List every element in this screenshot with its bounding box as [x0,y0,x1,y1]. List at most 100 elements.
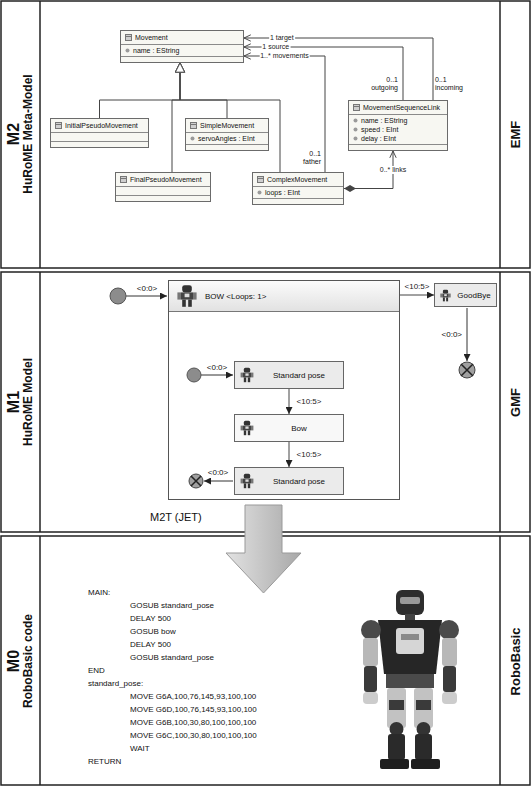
code-line: DELAY 500 [130,614,171,623]
class-icon [258,178,264,179]
robot-illustration [378,620,442,674]
robot-icon [248,377,250,382]
robot-icon [177,292,181,299]
code-line: standard_pose: [88,679,143,688]
robot-icon [245,479,248,481]
final-state [467,308,468,361]
attribute-icon [353,136,358,141]
final-state [191,476,201,486]
connector [180,63,280,172]
rotated-text: M2HuRoME Meta-Model [0,0,40,268]
edge-label: <10:5> [296,450,323,459]
attribute-icon [257,190,262,195]
movement-name: Standard pose [259,477,339,486]
level-title: HuRoME Model [22,358,35,446]
class-icon [126,36,132,37]
robot-illustration [401,634,419,640]
attribute-icon [354,119,358,123]
robot-icon [443,297,445,301]
robot-illustration [415,734,432,760]
robot-icon [241,479,243,484]
level-frame [39,536,41,785]
robot-illustration [361,590,459,769]
robot-icon [245,373,248,375]
class-icon [353,104,360,111]
robot-icon [251,479,253,484]
robot-icon [449,293,451,297]
robot-icon [244,421,250,426]
class-icon [125,34,132,41]
robot-icon [241,426,243,431]
rotated-text: M1HuRoME Model [0,272,40,532]
class-box: InitialPseudoMovement [50,118,149,148]
class-box: Movementname : EString [120,30,244,63]
operation-compartment [51,141,148,147]
class-name: InitialPseudoMovement [65,121,138,130]
attribute-text: loops : EInt [265,188,300,197]
level-frame [39,1,41,268]
robot-icon [444,294,447,296]
class-icon [56,123,62,129]
level-frame [1,272,530,532]
initial-state [201,375,233,376]
transformation-arrow [226,505,301,593]
transition-label: <0:0> [137,284,157,293]
class-name: FinalPseudoMovement [130,175,202,184]
technology-label: EMF [508,120,522,147]
attribute-text: servoAngles : EInt [198,134,255,143]
class-icon [191,123,197,129]
edge-label: <10:5> [296,397,323,406]
class-icon [126,35,132,41]
final-state [459,362,475,378]
robot-icon [443,289,448,293]
connector [244,47,403,100]
code-line: GOSUB standard_pose [130,653,214,662]
class-name: ComplexMovement [267,175,327,184]
robot-icon [188,300,192,307]
robot-icon [442,293,449,297]
code-line: RETURN [88,757,121,766]
robot-icon [440,293,442,297]
class-icon [258,177,264,183]
robot-illustration [396,590,424,615]
attribute-icon [353,127,358,132]
class-icon [121,177,127,183]
code-line: MOVE G6B,100,30,80,100,100,100 [130,718,256,727]
robot-illustration [380,759,409,769]
initial-state [126,296,167,297]
robot-icon [185,294,190,298]
robot-icon [239,367,255,383]
connector [289,442,290,467]
robot-icon [241,373,243,378]
robot-illustration [416,700,431,710]
robot-icon [244,430,246,435]
robot-illustration [364,666,377,692]
robot-illustration [361,620,381,640]
class-header: InitialPseudoMovement [51,119,148,132]
movement-box: Standard pose [234,467,344,495]
code-line: MAIN: [88,588,110,597]
level-cell: M0RoboBasic code [0,536,40,786]
composite-movement: Standard poseBowStandard poseBOW <Loops:… [168,280,400,500]
level-number: M2 [5,123,23,145]
attribute-icon [190,136,195,141]
level-frame [499,272,501,532]
robot-icon [182,300,186,307]
attribute-icon [354,137,358,141]
code-line: GOSUB bow [130,627,176,636]
class-box: ComplexMovement loops : EInt [252,172,344,205]
rotated-text: RoboBasic [500,536,531,786]
class-icon [190,122,197,129]
movement-box: Bow [234,414,344,442]
level-title: HuRoME Meta-Model [22,74,35,193]
operation-compartment [349,144,447,150]
edge-label: <10:5> [404,282,431,291]
code-line: END [88,666,105,675]
operation-compartment [253,198,343,204]
attribute-row: name : EString [125,46,239,55]
connector [400,295,434,296]
transformation-label: M2T (JET) [150,511,202,524]
